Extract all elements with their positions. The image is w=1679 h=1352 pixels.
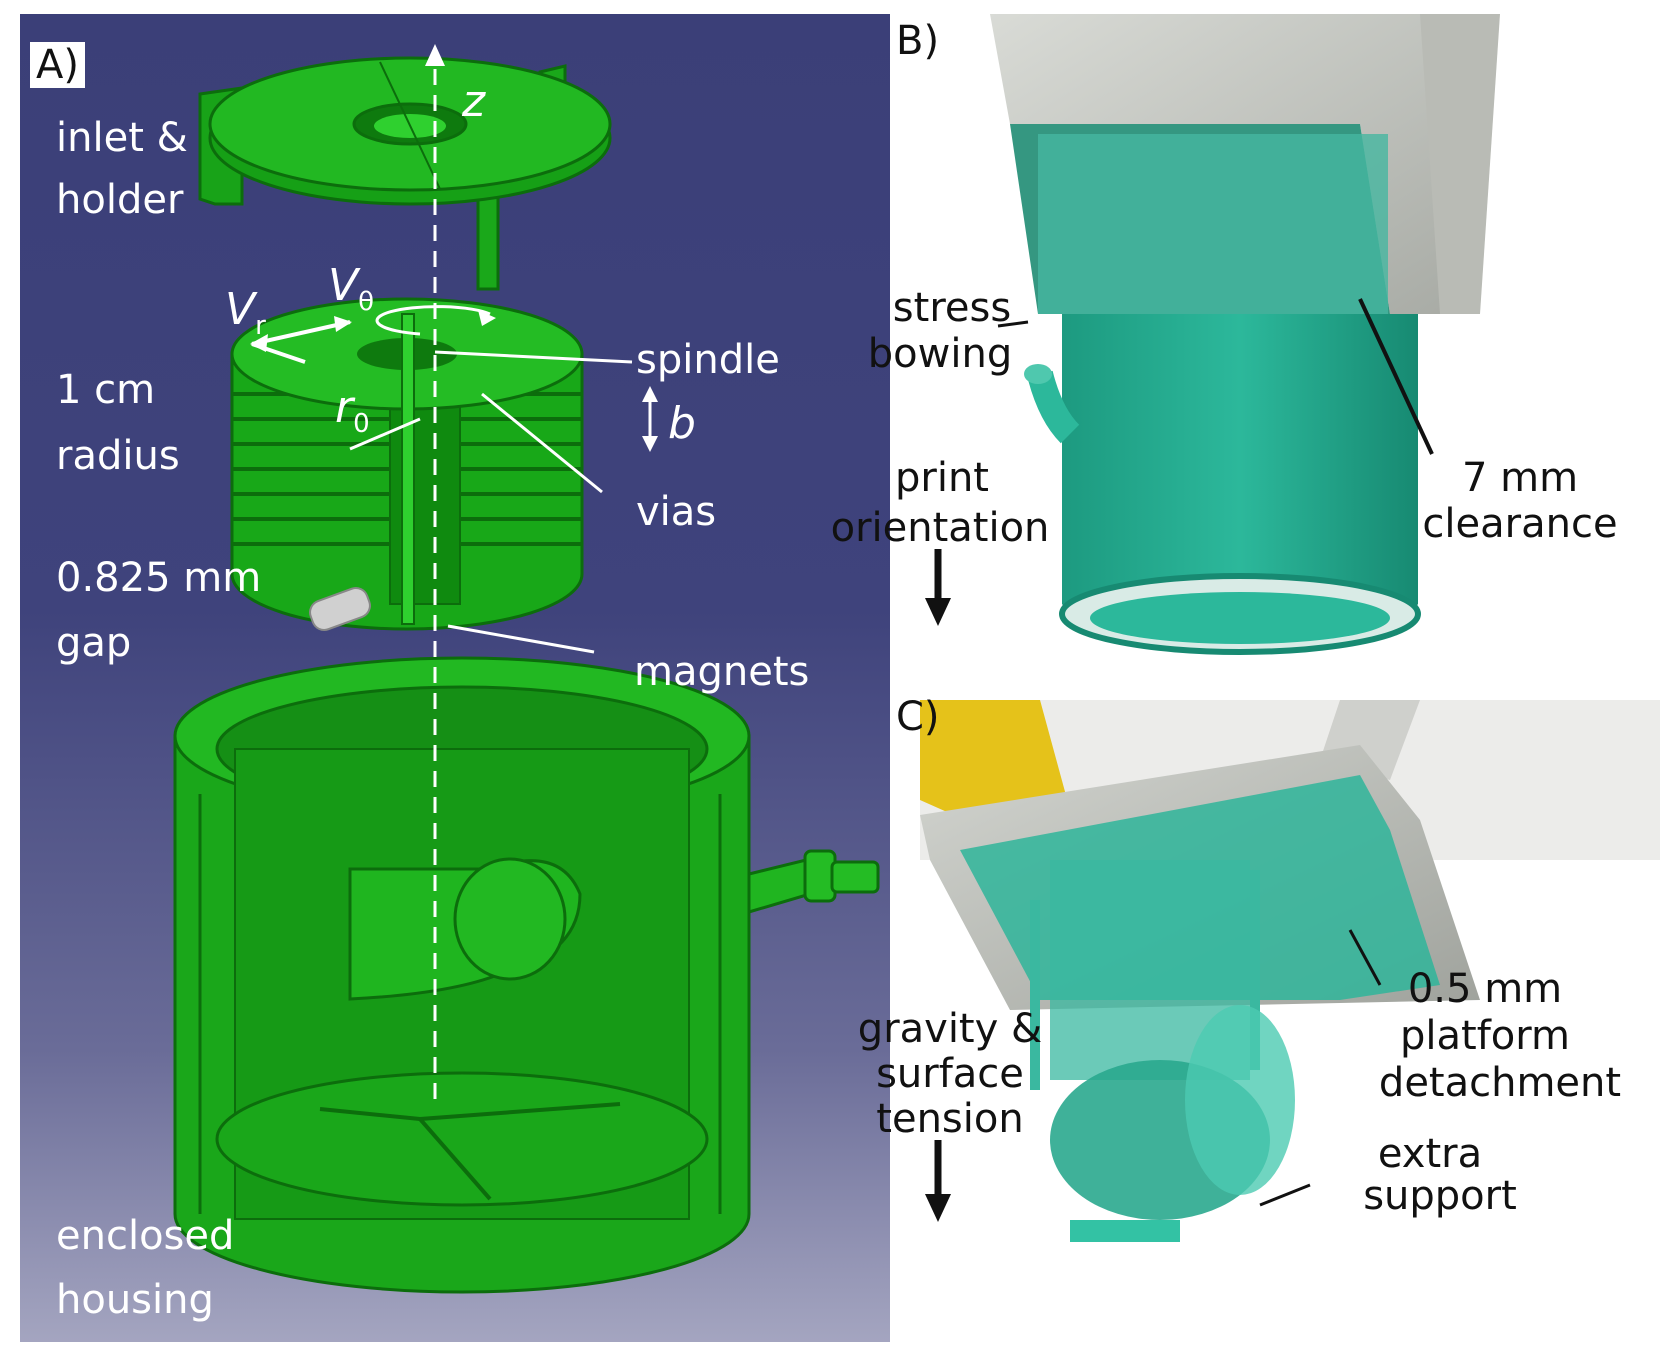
vr-label: Vr	[225, 286, 266, 350]
leader-lines-b	[997, 298, 1434, 455]
label-print-line1: print	[895, 455, 989, 501]
label-stress-line2: bowing	[867, 331, 1013, 377]
label-gravity-line3: tension	[876, 1096, 1024, 1142]
label-magnets: magnets	[634, 649, 810, 695]
label-support-line2: support	[1363, 1173, 1517, 1219]
label-gravity-line1: gravity &	[857, 1006, 1043, 1052]
label-clearance-line1: 7 mm	[1461, 455, 1579, 501]
label-stress-line1: stress	[892, 285, 1012, 331]
leader-lines-a	[349, 350, 633, 654]
b-label: b	[668, 398, 696, 449]
label-print-line2: orientation	[830, 505, 1050, 551]
vtheta-subscript: θ	[358, 286, 375, 317]
label-housing-line1: enclosed	[56, 1213, 235, 1259]
photo-c-illustration	[920, 700, 1660, 1242]
label-gap-line1: 0.825 mm	[56, 555, 262, 601]
label-gap-line2: gap	[56, 620, 132, 666]
vtheta-symbol: V	[328, 260, 359, 311]
b-arrow	[642, 386, 658, 452]
leader-lines-c	[1259, 929, 1382, 1207]
r0-label: r0	[335, 384, 370, 448]
panel-c-failure-photo: C) gravity & surface tension 0.5 mm plat…	[858, 694, 1660, 1342]
printed-part-b	[1024, 134, 1421, 655]
housing-part	[173, 656, 880, 1294]
gravity-arrow	[925, 1140, 951, 1222]
label-radius-line1: 1 cm	[56, 367, 156, 413]
label-inlet-line2: holder	[56, 177, 184, 223]
r0-symbol: r	[335, 382, 354, 433]
velocity-arrows	[250, 316, 352, 364]
r0-subscript: 0	[353, 408, 370, 439]
panel-b-print-photo: B) stress bowing print orientation 7 mm …	[831, 14, 1660, 684]
panel-a-cad-view: A) z inlet & holder Vr Vθ 1 cm radius r0…	[20, 14, 890, 1342]
vtheta-label: Vθ	[328, 262, 374, 326]
label-radius-line2: radius	[56, 433, 180, 479]
magnet-cylinder	[309, 587, 371, 631]
panel-b-letter: B)	[896, 18, 940, 64]
rotation-arrow	[375, 305, 496, 336]
inlet-holder-part	[198, 56, 612, 291]
label-platform-line3: detachment	[1378, 1060, 1622, 1106]
cad-drawing	[173, 44, 880, 1294]
panel-c-letter: C)	[896, 694, 940, 740]
label-platform-line2: platform	[1400, 1013, 1570, 1059]
z-axis-line	[425, 44, 445, 1099]
rotor-part	[230, 297, 584, 631]
label-clearance-line2: clearance	[1422, 501, 1618, 547]
printed-part-c	[1030, 860, 1295, 1242]
label-vias: vias	[636, 489, 717, 535]
label-gravity-line2: surface	[876, 1051, 1024, 1097]
label-platform-line1: 0.5 mm	[1407, 966, 1563, 1012]
label-spindle: spindle	[636, 337, 780, 383]
panel-a-letter: A)	[30, 42, 85, 88]
photo-b-illustration	[925, 14, 1500, 655]
vr-subscript: r	[255, 310, 266, 341]
label-housing-line2: housing	[56, 1277, 214, 1323]
vr-symbol: V	[225, 284, 256, 335]
label-inlet-line1: inlet &	[56, 115, 188, 161]
print-orientation-arrow	[925, 549, 951, 626]
label-support-line1: extra	[1377, 1131, 1483, 1177]
z-axis-label: z	[462, 76, 486, 127]
